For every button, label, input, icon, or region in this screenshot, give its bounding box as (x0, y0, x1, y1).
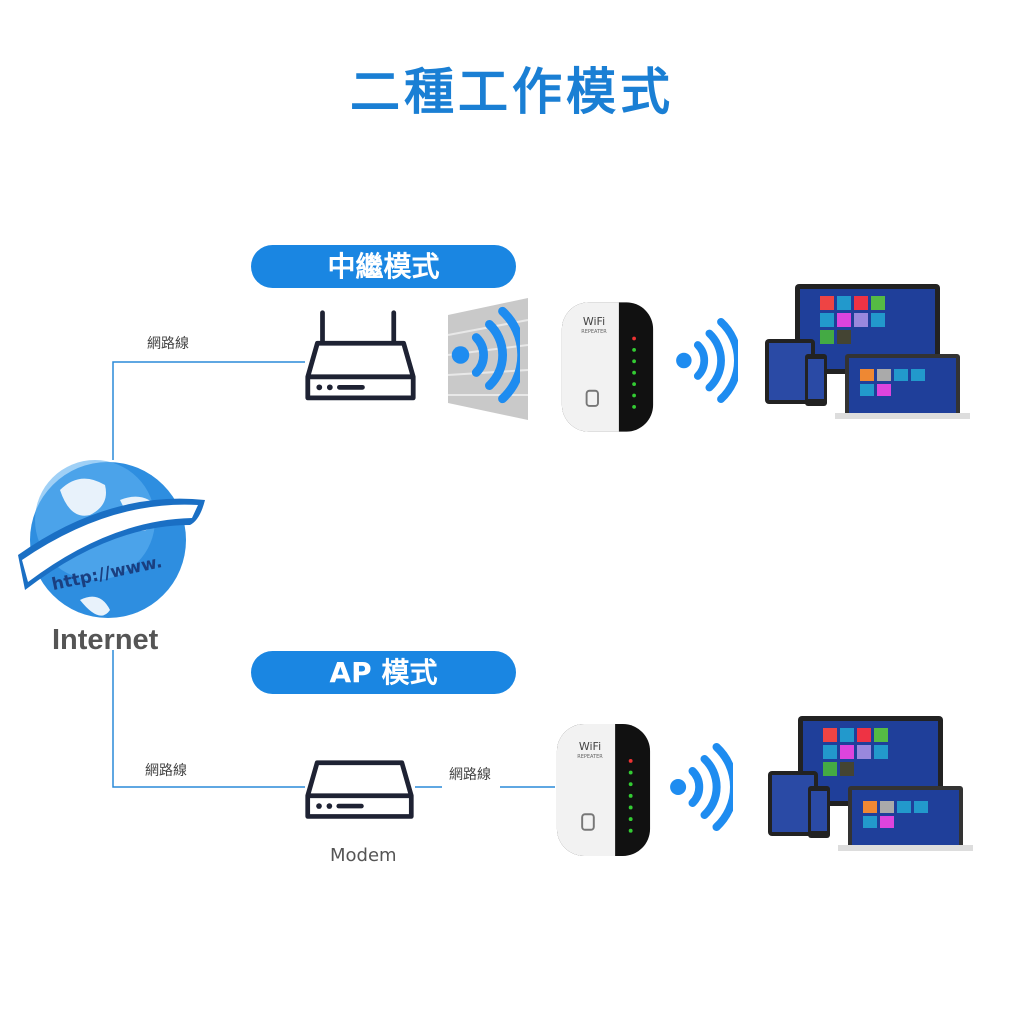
router-icon (308, 313, 413, 398)
modem-icon (308, 763, 412, 817)
network-cables (112, 361, 555, 788)
modem-label: Modem (330, 845, 397, 866)
repeater-subtitle: REPEATER (581, 329, 607, 335)
wifi-repeater-device: WiFi REPEATER (555, 723, 652, 857)
internet-label: Internet (52, 624, 159, 656)
ap-mode-badge: AP 模式 (251, 651, 516, 694)
client-devices-image (765, 284, 970, 419)
internet-globe-icon: http://www. (18, 460, 205, 618)
repeater-brand: WiFi (579, 740, 601, 753)
cable-label: 網路線 (449, 767, 491, 783)
cable-label: 網路線 (145, 763, 187, 779)
client-devices-image (768, 716, 973, 851)
page-title: 二種工作模式 (350, 63, 674, 121)
wifi-signal-icon (676, 322, 738, 399)
repeater-subtitle: REPEATER (577, 754, 603, 760)
repeater-mode-badge: 中繼模式 (251, 245, 516, 288)
repeater-brand: WiFi (583, 315, 605, 328)
cable-label: 網路線 (147, 336, 189, 352)
wifi-signal-icon (670, 747, 734, 827)
wifi-repeater-device: WiFi REPEATER (560, 301, 655, 433)
